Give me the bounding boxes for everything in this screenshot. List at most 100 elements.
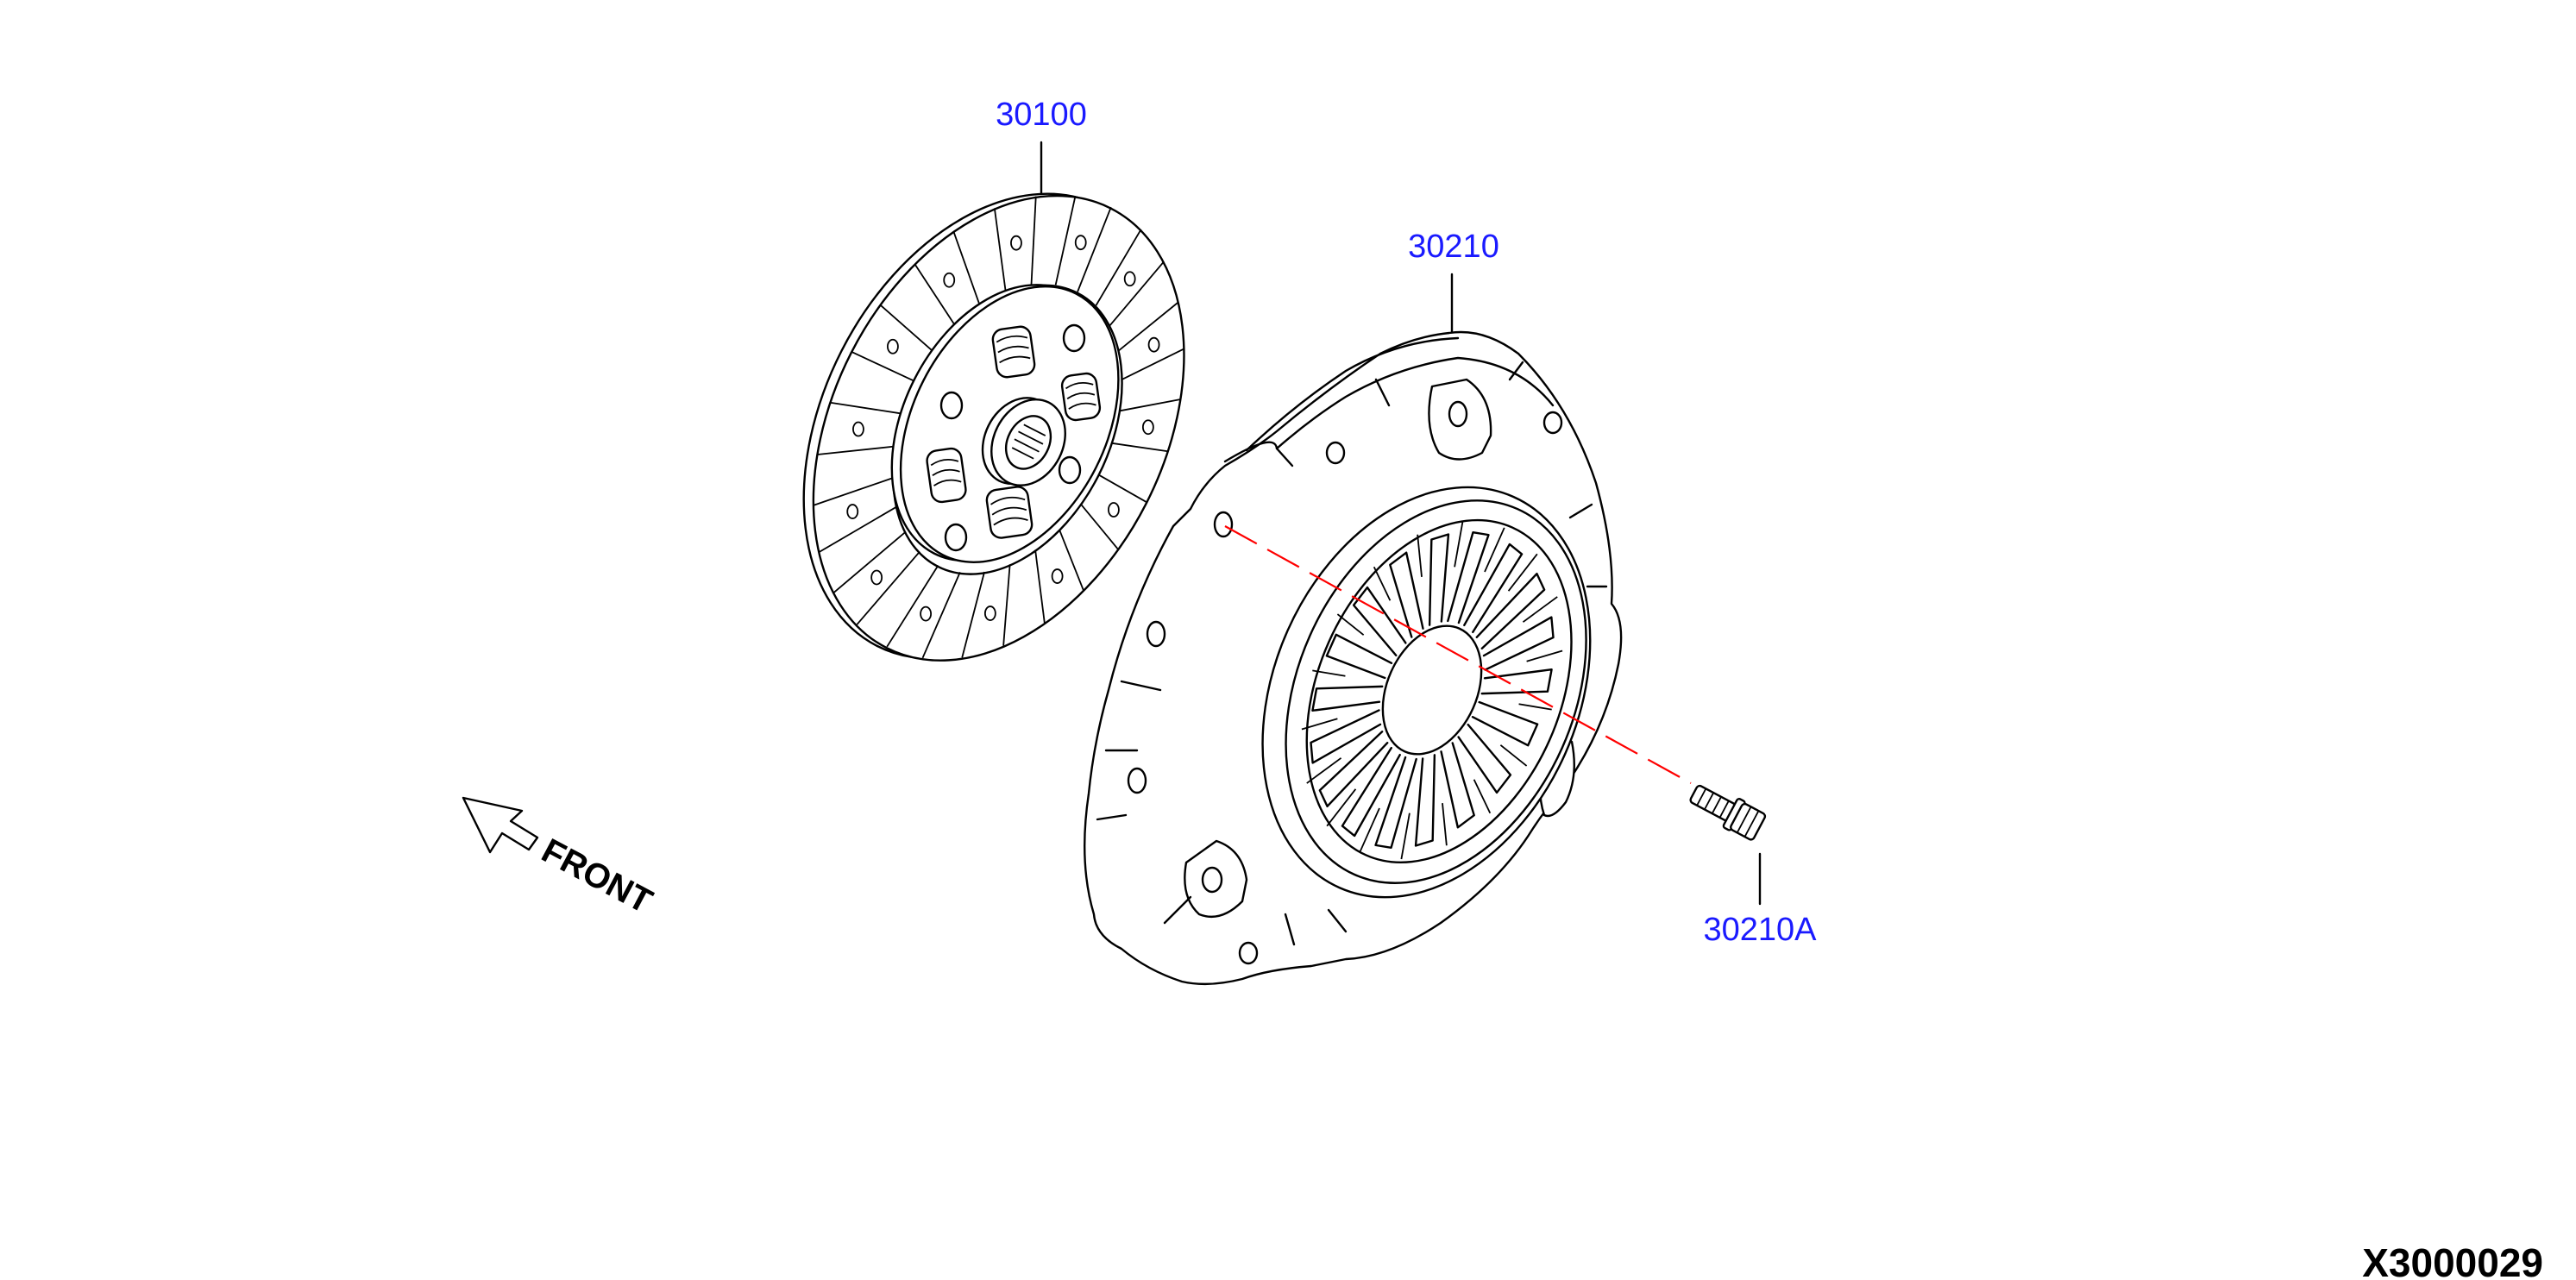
diaphragm-slot-line <box>1417 534 1423 577</box>
diaphragm-finger <box>1325 633 1393 680</box>
diaphragm-slot-line <box>1373 566 1392 601</box>
clutch-cover-callout[interactable]: 30210 <box>1408 229 1499 265</box>
diaphragm-slot-line <box>1526 649 1563 662</box>
friction-segment-line <box>814 477 894 506</box>
front-label: FRONT <box>536 831 658 921</box>
clutch-cover[interactable]: 30210 <box>1084 229 1652 986</box>
clutch-cover-mounting-lug <box>1428 378 1492 461</box>
diaphragm-finger <box>1318 731 1389 808</box>
diaphragm-finger <box>1310 709 1382 764</box>
friction-segment-line <box>1109 260 1165 326</box>
clutch-cover-rim <box>1245 336 1460 452</box>
diaphragm-slot-line <box>1454 520 1464 568</box>
diaphragm-finger <box>1374 756 1417 849</box>
friction-segment-line <box>851 351 918 384</box>
diaphragm-finger <box>1428 533 1450 626</box>
friction-rivet <box>1123 271 1136 287</box>
friction-segment-line <box>1030 196 1037 285</box>
friction-segment-line <box>879 304 936 355</box>
diaphragm-slot-line <box>1473 779 1492 814</box>
diaphragm-slot-line <box>1301 718 1338 731</box>
clutch-cover-center-bore <box>1381 624 1483 756</box>
clutch-disc-splined-hub <box>981 397 1066 486</box>
front-direction-indicator: FRONT <box>462 796 658 921</box>
diaphragm-finger <box>1447 531 1490 624</box>
diaphragm-slot-line <box>1306 757 1342 784</box>
clutch-cover-flange-ribs <box>1096 361 1608 946</box>
diaphragm-finger <box>1475 572 1546 649</box>
diaphragm-finger <box>1341 746 1401 838</box>
diaphragm-finger <box>1482 616 1555 671</box>
clutch-cover-bolt-holes <box>1127 411 1563 965</box>
diaphragm-slot-line <box>1359 807 1380 853</box>
friction-segment-line <box>830 401 904 415</box>
clutch-cover-mounting-lug <box>1184 839 1248 919</box>
diaphragm-slot-line <box>1518 703 1552 711</box>
diaphragm-slot-line <box>1522 596 1558 623</box>
cover-bolt-callout[interactable]: 30210A <box>1703 912 1817 948</box>
diaphragm-slot-line <box>1484 527 1505 573</box>
friction-segment-line <box>1080 503 1119 550</box>
friction-rivet <box>870 569 883 586</box>
friction-rivet <box>852 421 864 437</box>
clutch-disc-rivets <box>846 235 1160 622</box>
friction-segment-line <box>961 571 985 658</box>
diaphragm-slot-line <box>1507 553 1538 592</box>
friction-rivet <box>983 605 996 621</box>
friction-rivet <box>846 504 859 519</box>
clutch-disc-stop-pins <box>939 323 1086 552</box>
friction-rivet <box>920 605 933 622</box>
cover-bolt-body <box>1689 784 1767 841</box>
friction-segment-line <box>1111 442 1168 453</box>
friction-rivet <box>1051 568 1064 584</box>
diaphragm-finger <box>1480 668 1553 695</box>
friction-segment-line <box>819 505 897 553</box>
friction-segment-line <box>1095 229 1142 306</box>
clutch-disc-friction-segments <box>814 195 1185 659</box>
diaphragm-finger <box>1311 685 1384 712</box>
front-arrow-icon <box>462 796 539 854</box>
friction-segment-line <box>856 550 920 625</box>
friction-segment-line <box>1118 301 1179 351</box>
clutch-cover-rim-inner <box>1223 356 1555 463</box>
figure-code: X3000029 <box>2362 1240 2543 1280</box>
diaphragm-finger <box>1471 700 1539 747</box>
friction-segment-line <box>1097 474 1147 503</box>
clutch-cover-diaphragm-fingers <box>1301 520 1563 860</box>
diaphragm-slot-line <box>1400 813 1411 860</box>
diaphragm-slot-line <box>1499 744 1528 767</box>
diaphragm-finger <box>1414 754 1436 847</box>
friction-rivet <box>943 272 956 288</box>
friction-segment-line <box>886 564 939 648</box>
friction-segment-line <box>1054 195 1077 285</box>
friction-segment-line <box>817 445 896 455</box>
friction-segment-line <box>952 230 982 308</box>
friction-segment-line <box>914 263 958 329</box>
friction-segment-line <box>1059 529 1084 591</box>
friction-rivet <box>1108 502 1120 518</box>
friction-rivet <box>1074 235 1087 251</box>
friction-segment-line <box>1034 549 1046 624</box>
friction-rivet <box>887 338 899 355</box>
friction-segment-line <box>993 208 1007 293</box>
diaphragm-slot-line <box>1312 669 1346 677</box>
cover-bolt[interactable]: 30210A <box>1686 779 1817 948</box>
friction-segment-line <box>1077 206 1112 292</box>
friction-rivet <box>1141 419 1154 436</box>
diaphragm-finger <box>1389 551 1424 638</box>
friction-segment-line <box>921 572 961 659</box>
diaphragm-finger <box>1457 723 1512 794</box>
clutch-disc-damper-springs <box>926 325 1102 539</box>
clutch-disc[interactable]: 30100 <box>730 97 1259 725</box>
friction-rivet <box>1147 336 1160 353</box>
clutch-disc-callout[interactable]: 30100 <box>996 97 1087 133</box>
friction-segment-line <box>1002 564 1011 646</box>
diaphragm-finger <box>1463 543 1524 634</box>
diaphragm-finger <box>1440 742 1475 829</box>
diaphragm-finger <box>1352 586 1407 657</box>
friction-segment-line <box>1122 348 1185 380</box>
friction-segment-line <box>833 530 907 593</box>
diaphragm-slot-line <box>1336 613 1365 636</box>
friction-rivet <box>1010 235 1022 251</box>
